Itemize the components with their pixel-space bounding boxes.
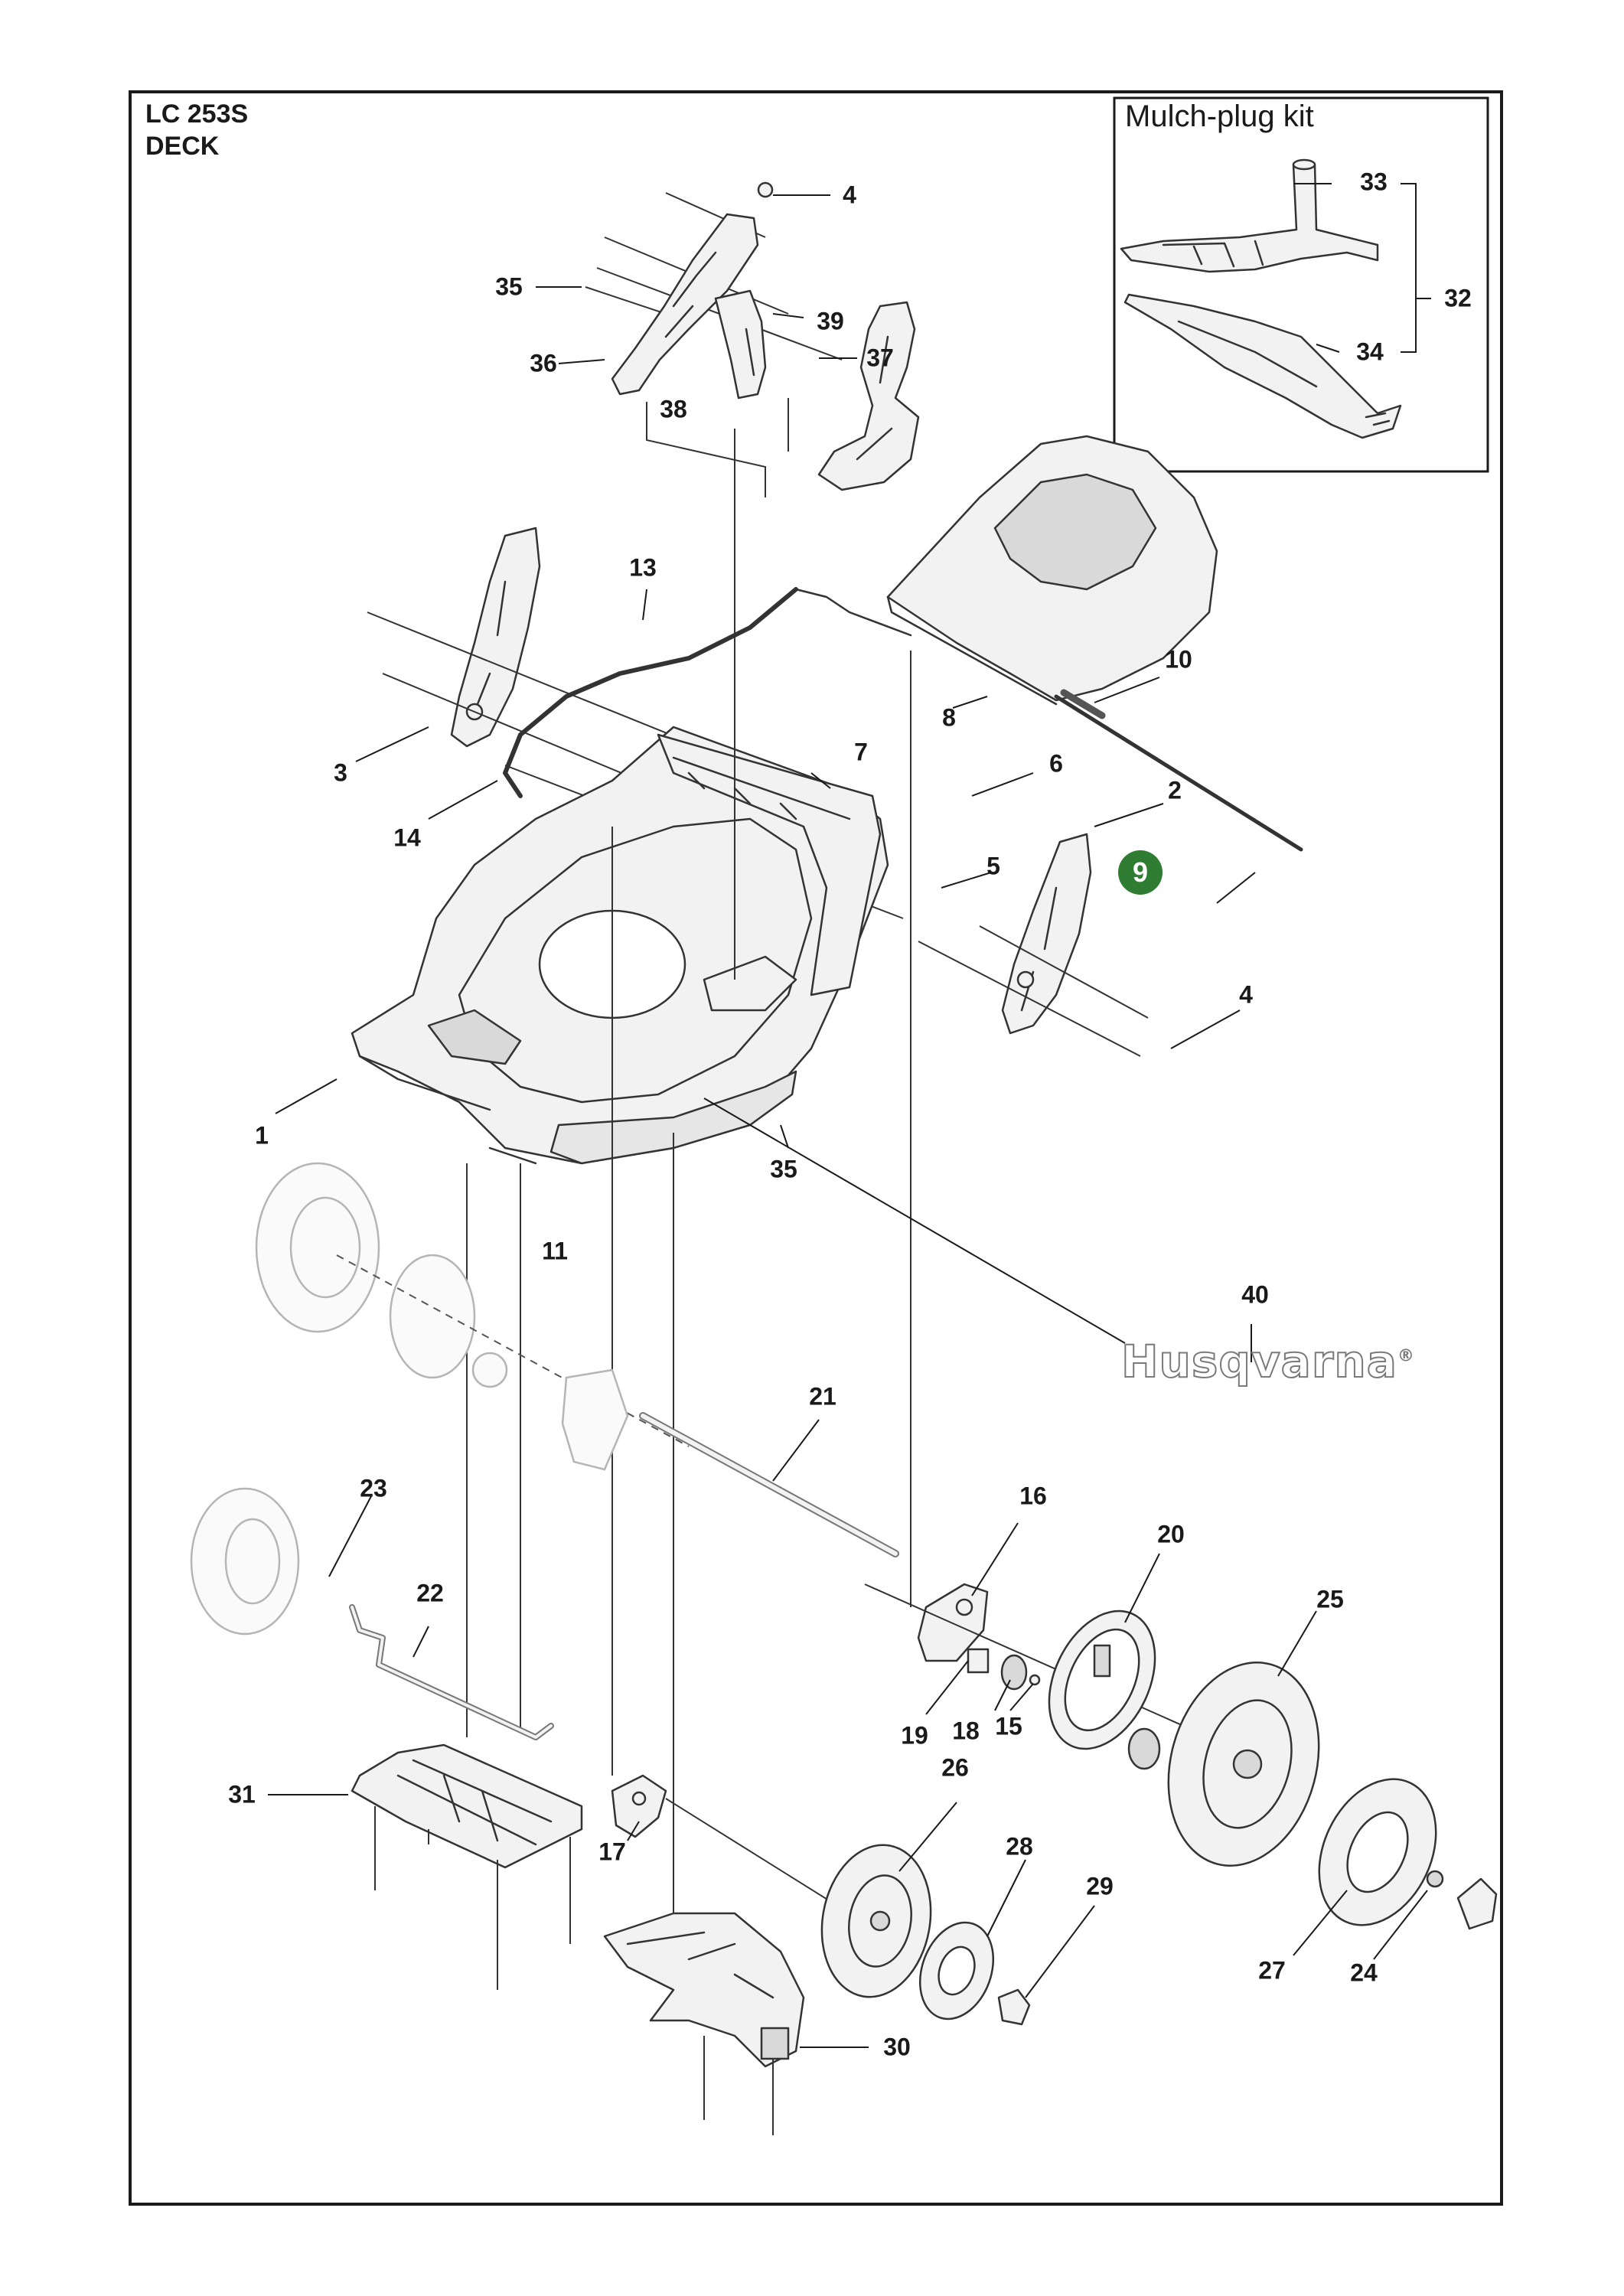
callout-2: 2	[1168, 776, 1182, 804]
callout-17: 17	[598, 1838, 626, 1866]
callout-36: 36	[530, 349, 557, 377]
callout-6: 6	[1049, 749, 1063, 778]
callout-39: 39	[817, 307, 844, 335]
handle-bracket-parts	[585, 181, 920, 497]
callout-14: 14	[393, 823, 421, 852]
front-axle-part	[349, 1604, 554, 1740]
callout-34: 34	[1356, 338, 1384, 366]
rear-axle-outline	[641, 1414, 898, 1556]
callout-20: 20	[1157, 1520, 1185, 1548]
callout-29: 29	[1086, 1872, 1114, 1900]
pinion-part	[1127, 1727, 1161, 1770]
wheel-large-part	[1167, 1662, 1320, 1867]
hub-cap-large	[1318, 1778, 1498, 1930]
registered-mark: ®	[1397, 1346, 1415, 1366]
ghost-wheel-rear	[255, 1162, 690, 1471]
front-guard-part	[351, 1743, 583, 1869]
wheel-small-part	[820, 1844, 932, 1998]
callout-30: 30	[883, 2033, 911, 2061]
logo-text: Husqvarna	[1120, 1335, 1397, 1388]
wheel-bracket-rear	[917, 1583, 989, 1662]
vertical-assembly-lines	[466, 429, 911, 1929]
callout-16: 16	[1019, 1482, 1047, 1510]
callout-18: 18	[952, 1717, 980, 1745]
callout-8: 8	[942, 703, 956, 732]
hub-cap-small	[918, 1921, 1031, 2026]
callout-4b: 4	[1239, 980, 1253, 1009]
model-title: LC 253S	[145, 99, 249, 129]
leader-lines	[268, 183, 1431, 2048]
callout-40: 40	[1241, 1280, 1269, 1309]
height-lever-part	[503, 587, 912, 798]
flap-screws	[703, 2036, 774, 2135]
page-frame	[129, 90, 1503, 2206]
deck-part	[351, 726, 889, 1165]
rear-cover-part	[886, 435, 1218, 706]
callout-1: 1	[255, 1121, 269, 1150]
callout-19: 19	[901, 1721, 928, 1750]
inset-title: Mulch-plug kit	[1125, 99, 1314, 133]
callout-13: 13	[629, 553, 657, 582]
inset-frame	[1113, 96, 1489, 473]
ghost-wheel-front	[190, 1487, 300, 1636]
bushing-parts	[967, 1648, 1041, 1691]
callout-35b: 35	[770, 1155, 797, 1183]
callout-33: 33	[1360, 168, 1388, 196]
rear-wheel-axis	[665, 1583, 1210, 1914]
callout-7: 7	[854, 738, 868, 766]
mulch-blade-part	[1123, 293, 1402, 439]
callout-38: 38	[660, 395, 687, 423]
callout-10: 10	[1165, 645, 1192, 673]
section-title: DECK	[145, 132, 220, 161]
callout-9: 9	[1118, 850, 1163, 895]
height-plate-right	[1001, 833, 1092, 1035]
callout-15: 15	[995, 1712, 1022, 1740]
callout-32: 32	[1444, 284, 1472, 312]
callout-27: 27	[1258, 1956, 1286, 1985]
callout-11: 11	[542, 1237, 568, 1265]
height-plate-left	[450, 527, 541, 748]
callout-21: 21	[809, 1382, 836, 1411]
husqvarna-logo: Husqvarna®	[1120, 1335, 1415, 1388]
mulch-plug-part	[1120, 158, 1379, 273]
rear-rod-part	[1054, 689, 1303, 852]
callout-31: 31	[228, 1780, 256, 1808]
callout-37: 37	[866, 344, 894, 372]
gear-wheel-part	[1048, 1609, 1156, 1750]
callout-3: 3	[334, 758, 347, 787]
wheel-bracket-front	[611, 1774, 667, 1838]
guard-screws	[374, 1806, 571, 1990]
callout-28: 28	[1006, 1832, 1033, 1861]
callout-22: 22	[416, 1579, 444, 1607]
callout-5: 5	[986, 852, 1000, 880]
callout-35a: 35	[495, 272, 523, 301]
callout-23: 23	[360, 1474, 387, 1502]
callout-4a: 4	[843, 181, 856, 209]
callout-26: 26	[941, 1753, 969, 1782]
rear-flap-part	[603, 1912, 805, 2068]
callout-25: 25	[1316, 1585, 1344, 1613]
callout-24: 24	[1350, 1958, 1378, 1987]
